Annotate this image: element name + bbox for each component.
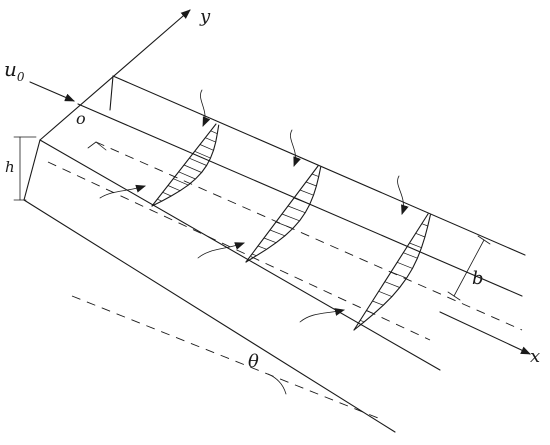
velocity-profile-3-hatch — [415, 232, 426, 238]
velocity-profile-1-hatch — [183, 164, 202, 173]
y-axis-line — [39, 9, 191, 141]
velocity-profiles — [151, 123, 431, 331]
lateral-inflow-arrow-2 — [197, 242, 245, 259]
velocity-profile-3 — [353, 213, 431, 331]
width-tick-top — [477, 235, 491, 245]
velocity-profile-3-hatch — [421, 223, 428, 227]
velocity-profile-1-hatch — [199, 144, 214, 151]
velocity-profile-3-hatch — [390, 271, 407, 279]
hidden-line-middle — [47, 161, 431, 341]
origin-label: o — [76, 109, 86, 128]
top-near-edge — [39, 139, 441, 371]
top-far-edge — [112, 75, 526, 256]
inflow-symbol: u — [4, 57, 17, 81]
velocity-profile-2-hatch — [281, 213, 300, 222]
velocity-profile-3-hatch — [360, 319, 365, 323]
width-dimension-line — [453, 239, 485, 297]
angle-label: θ — [248, 351, 259, 372]
velocity-profile-1-hatch — [157, 198, 162, 202]
velocity-profile-2-hatch — [299, 189, 314, 196]
velocity-profile-3-hatch — [384, 281, 400, 288]
velocity-profile-2-hatch — [269, 229, 286, 237]
velocity-profile-3-hatch — [397, 261, 413, 269]
velocity-profile-1-hatch — [194, 150, 211, 159]
velocity-profile-3-hatch — [366, 310, 375, 315]
surface-inflow-arrow-2 — [290, 129, 301, 167]
front-face-hidden-corner-2 — [95, 141, 107, 151]
velocity-profile-1-hatch — [167, 185, 181, 192]
velocity-profile-3-hatch — [409, 242, 422, 249]
velocity-profile-1 — [151, 123, 220, 207]
surface-inflow-arrow-1 — [200, 89, 211, 127]
inflow-subscript: 0 — [17, 70, 25, 84]
width-label: b — [472, 268, 484, 289]
velocity-profile-3-hatch — [403, 252, 418, 259]
velocity-profile-2-hatch — [305, 181, 317, 187]
x-axis-line — [439, 311, 531, 355]
velocity-profile-2-hatch — [263, 237, 277, 244]
velocity-profile-2-hatch — [311, 173, 319, 177]
velocity-profile-3-hatch — [372, 300, 384, 306]
velocity-profile-1-hatch — [173, 178, 189, 186]
velocity-profile-1-hatch — [162, 191, 172, 197]
velocity-profile-2 — [245, 165, 322, 263]
front-face-left — [23, 139, 41, 201]
front-face-hidden-corner — [87, 141, 97, 149]
velocity-profile-1-hatch — [189, 157, 207, 166]
lateral-inflow-arrow-1 — [99, 184, 146, 199]
inflow-arrow — [29, 81, 75, 102]
velocity-profile-1-hatch — [178, 171, 196, 180]
velocity-profile-2-hatch — [275, 221, 293, 229]
velocity-profile-2-hatch — [257, 245, 267, 250]
hidden-line-upper — [95, 141, 523, 331]
depth-label: h — [5, 158, 15, 176]
velocity-profile-3-hatch — [378, 290, 393, 297]
hidden-line-lower — [71, 295, 379, 419]
width-tick-bottom — [447, 291, 461, 301]
velocity-profile-1-hatch — [205, 137, 216, 143]
velocity-profile-2-hatch — [287, 205, 306, 214]
surface-inflow-arrow-3 — [397, 175, 409, 215]
velocity-profile-2-hatch — [293, 197, 310, 205]
angle-arc — [267, 373, 287, 395]
velocity-profile-1-hatch — [210, 130, 218, 135]
lateral-inflow-arrow-3 — [299, 308, 345, 323]
inflow-label: u0 — [4, 57, 25, 84]
y-axis-label: y — [199, 6, 211, 27]
x-axis-label: x — [530, 346, 540, 367]
velocity-profile-2-hatch — [251, 253, 257, 257]
front-face-top-right — [109, 75, 114, 111]
bottom-slab-edge — [23, 199, 396, 433]
